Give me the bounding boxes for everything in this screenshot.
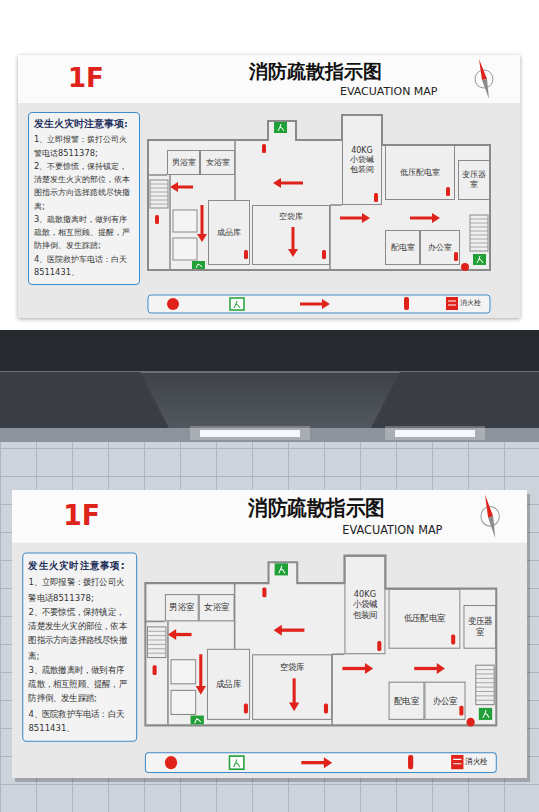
room-name: 变压器室	[467, 616, 494, 637]
room-box: 男浴室	[167, 150, 200, 175]
room-name: 办公室	[433, 696, 458, 707]
room-box: 成品库	[208, 200, 250, 265]
notice-item: 1、立即报警：拨打公司火警电话8511378;	[34, 133, 135, 160]
room-box: 配电室	[389, 682, 425, 720]
room-box: 配电室	[385, 230, 420, 265]
room-box: 办公室	[424, 682, 465, 720]
hydrant-label: 消火栓	[465, 757, 487, 766]
notice-item: 3、疏散撤离时，做到有序疏散，相互照顾、提醒，严防摔倒、发生踩踏;	[34, 213, 135, 253]
room-name: 女浴室	[204, 602, 229, 613]
room-box: 变压器室	[458, 160, 490, 200]
room-name: 配电室	[394, 696, 419, 707]
map-subtitle: EVACUATION MAP	[342, 524, 442, 537]
notice-item: 4、医院救护车电话：白天8511431、	[28, 707, 132, 736]
notice-box: 发生火灾时注意事项: 1、立即报警：拨打公司火警电话8511378;2、不要惊慌，…	[22, 552, 137, 742]
room-name: 男浴室	[172, 158, 196, 168]
room-box: 40KG 小袋碱 包装间	[342, 115, 382, 205]
hydrant-label: 消火栓	[460, 299, 481, 307]
room-name: 低压配电室	[404, 613, 445, 624]
room-box: 40KG 小袋碱 包装间	[344, 556, 385, 655]
notice-item: 2、不要惊慌，保持镇定，清楚发生火灾的部位，依本图指示方向选择路线尽快撤离;	[34, 160, 135, 213]
map-title: 消防疏散指示图	[248, 497, 384, 520]
room-name: 空袋库	[279, 212, 303, 222]
evacuation-board: 1F 消防疏散指示图 EVACUATION MAP 消火栓 发生火灾时注意事项: 1、立即…	[18, 55, 520, 318]
room-box: 空袋库	[252, 654, 332, 720]
room-box: 女浴室	[200, 150, 235, 175]
room-name: 办公室	[428, 243, 452, 253]
room-box: 办公室	[420, 230, 460, 265]
room-box: 低压配电室	[389, 589, 461, 649]
room-name: 40KG 小袋碱 包装间	[349, 146, 375, 175]
room-box: 空袋库	[252, 205, 330, 265]
room-name: 男浴室	[169, 602, 194, 613]
room-name: 40KG 小袋碱 包装间	[352, 589, 379, 621]
map-title: 消防疏散指示图	[249, 61, 382, 82]
room-box: 女浴室	[199, 594, 235, 621]
room-box: 男浴室	[165, 594, 199, 621]
room-name: 变压器室	[461, 170, 487, 189]
room-name: 低压配电室	[400, 168, 440, 178]
room-name: 成品库	[217, 228, 241, 238]
room-name: 空袋库	[280, 662, 305, 673]
evacuation-board: 1F 消防疏散指示图 EVACUATION MAP 消火栓 发生火灾时注意事项: 1、立即…	[12, 490, 527, 778]
notice-item: 2、不要惊慌，保持镇定，清楚发生火灾的部位，依本图指示方向选择路线尽快撤离;	[28, 605, 132, 663]
notice-item: 3、疏散撤离时，做到有序疏散，相互照顾、提醒，严防摔倒、发生踩踏;	[28, 663, 132, 707]
notice-box: 发生火灾时注意事项: 1、立即报警：拨打公司火警电话8511378;2、不要惊慌，…	[28, 112, 140, 285]
notice-item: 1、立即报警：拨打公司火警电话8511378;	[28, 576, 132, 605]
room-box: 低压配电室	[385, 145, 455, 200]
room-name: 配电室	[391, 243, 415, 253]
map-subtitle: EVACUATION MAP	[340, 86, 438, 98]
floor-label: 1F	[63, 501, 100, 529]
room-box: 变压器室	[463, 605, 496, 649]
room-name: 女浴室	[206, 158, 230, 168]
room-name: 成品库	[216, 679, 241, 690]
notice-item: 4、医院救护车电话：白天8511431、	[34, 253, 135, 280]
room-box: 成品库	[207, 649, 250, 720]
notice-heading: 发生火灾时注意事项:	[34, 118, 135, 130]
floor-label: 1F	[68, 65, 104, 91]
notice-heading: 发生火灾时注意事项:	[28, 559, 132, 573]
